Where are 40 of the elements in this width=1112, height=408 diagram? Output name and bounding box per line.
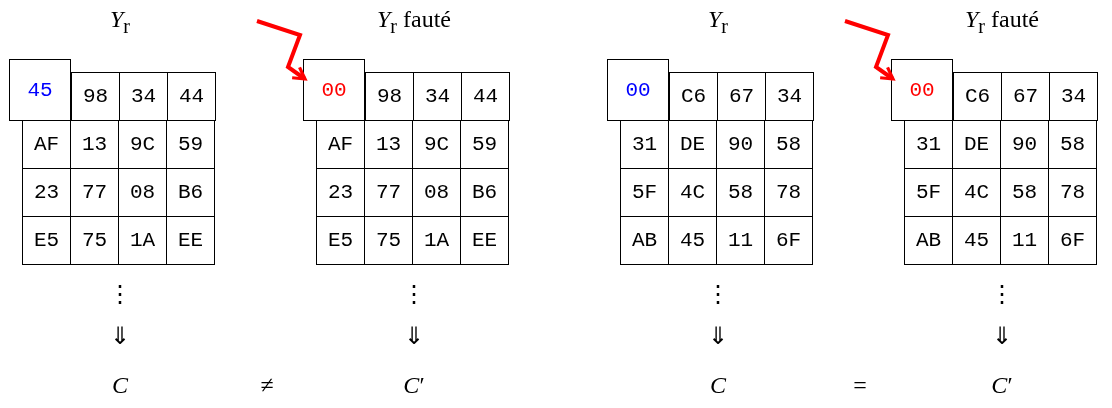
table-cell: 34 — [765, 72, 814, 121]
table-cell: 98 — [365, 72, 414, 121]
double-down-arrow: ⇓ — [110, 322, 130, 350]
table-cell: 45 — [9, 59, 71, 121]
ciphertext-symbol: C — [710, 372, 726, 399]
double-down-arrow: ⇓ — [404, 322, 424, 350]
table-cell: 6F — [1048, 216, 1097, 265]
ciphertext-symbol: C′ — [403, 372, 425, 399]
relation-sign: ≠ — [260, 372, 274, 399]
ciphertext-symbol: C′ — [991, 372, 1013, 399]
double-down-arrow: ⇓ — [992, 322, 1012, 350]
table-cell: 00 — [607, 59, 669, 121]
table-cell: 00 — [303, 59, 365, 121]
table-cell: AB — [620, 216, 669, 265]
table-cell: EE — [460, 216, 509, 265]
fault-arrow — [256, 19, 307, 81]
table-cell: 6F — [764, 216, 813, 265]
table-cell: EE — [166, 216, 215, 265]
table-cell: 34 — [1049, 72, 1098, 121]
relation-sign: = — [853, 372, 867, 399]
table-cell: E5 — [22, 216, 71, 265]
vertical-ellipsis: ⋮ — [706, 280, 730, 308]
vertical-ellipsis: ⋮ — [402, 280, 426, 308]
double-down-arrow: ⇓ — [708, 322, 728, 350]
matrix-title: Y$_{r}$ — [708, 6, 728, 38]
vertical-ellipsis: ⋮ — [990, 280, 1014, 308]
matrix-title: Y$_{r}$ — [110, 6, 130, 38]
table-cell: C6 — [669, 72, 718, 121]
table-cell: 44 — [461, 72, 510, 121]
table-cell: C6 — [953, 72, 1002, 121]
ciphertext-symbol: C — [112, 372, 128, 399]
vertical-ellipsis: ⋮ — [108, 280, 132, 308]
table-cell: AB — [904, 216, 953, 265]
table-cell: 44 — [167, 72, 216, 121]
matrix-title: Y$_{r}$ fauté — [965, 6, 1039, 38]
table-cell: 98 — [71, 72, 120, 121]
table-cell: 00 — [891, 59, 953, 121]
fault-arrow — [844, 19, 895, 81]
table-cell: E5 — [316, 216, 365, 265]
matrix-title: Y$_{r}$ fauté — [377, 6, 451, 38]
